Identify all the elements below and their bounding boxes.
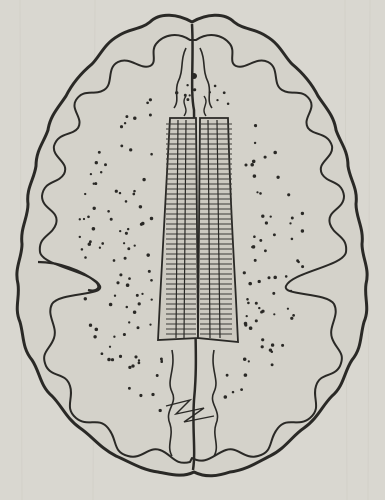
fissure-node [191, 73, 197, 79]
